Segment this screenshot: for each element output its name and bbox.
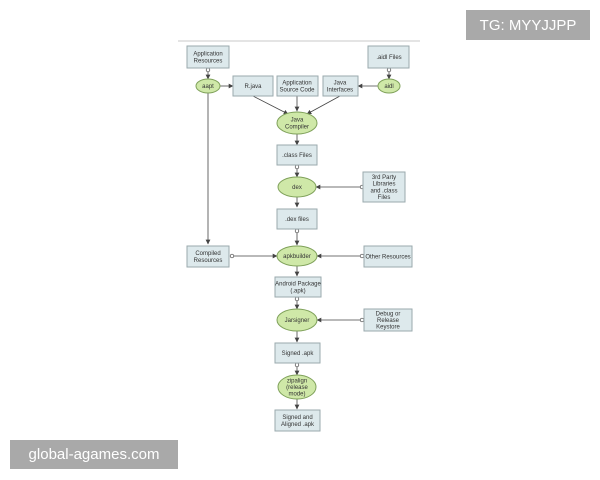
node-dex-files-label: .dex files — [285, 217, 309, 223]
node-signed-apk-label: Signed .apk — [282, 351, 315, 357]
node-class-files-label: .class Files — [282, 153, 312, 159]
node-aidl-files: .aidl Files — [367, 45, 410, 69]
node-aidl-label: aidl — [384, 84, 393, 90]
node-r-java: R.java — [232, 75, 274, 97]
node-dex-files: .dex files — [276, 208, 318, 230]
edge-rjava-compiler — [252, 95, 289, 115]
node-other-resources-label: Other Resources — [365, 255, 410, 261]
node-apkbuilder-label: apkbuilder — [283, 254, 311, 260]
node-aidl-files-label: .aidl Files — [376, 55, 401, 61]
node-jarsigner-label: Jarsigner — [285, 318, 310, 324]
node-android-package: Android Package(.apk) — [274, 276, 322, 298]
node-jarsigner: Jarsigner — [276, 308, 318, 332]
node-other-resources: Other Resources — [363, 245, 413, 268]
node-signed-apk: Signed .apk — [274, 342, 321, 364]
edges — [205, 67, 392, 410]
tg-watermark-badge: TG: MYYJJPP — [466, 10, 590, 40]
node-aapt-label: aapt — [202, 84, 214, 90]
node-r-java-label: R.java — [244, 84, 262, 90]
node-aapt: aapt — [195, 78, 221, 94]
node-dex-label: dex — [292, 185, 302, 191]
node-dex: dex — [277, 176, 317, 198]
site-watermark-badge: global-agames.com — [10, 440, 178, 469]
edge-interfaces-compiler — [306, 95, 341, 115]
node-aidl: aidl — [377, 78, 401, 94]
node-android-package-label: Android Package(.apk) — [275, 282, 321, 295]
node-apkbuilder: apkbuilder — [276, 245, 318, 267]
node-class-files: .class Files — [276, 144, 318, 166]
